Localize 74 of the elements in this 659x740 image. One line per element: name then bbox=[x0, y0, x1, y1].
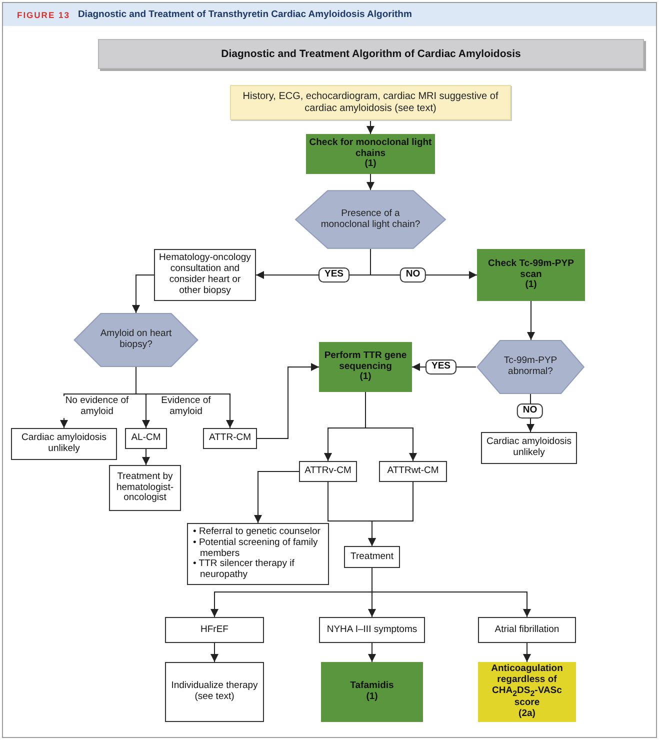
box-label: Check for monoclonal light chains bbox=[309, 138, 432, 159]
outcome-box bbox=[299, 461, 357, 482]
outcome-box bbox=[203, 428, 257, 449]
box-label: ATTRwt-CM bbox=[387, 466, 439, 477]
arrow bbox=[523, 642, 531, 662]
outcome-box bbox=[481, 432, 577, 464]
box-label: HFrEF bbox=[200, 624, 228, 636]
box-label: ATTRv-CM bbox=[304, 466, 352, 477]
answer-tag: YES bbox=[318, 268, 350, 282]
box-label: History, ECG, echocardiogram, cardiac MRI suggestive of cardiac amyloidosis (see text) bbox=[242, 91, 500, 114]
process-box bbox=[319, 617, 425, 643]
evidence-level: (1) bbox=[364, 159, 376, 170]
arrow bbox=[368, 482, 414, 546]
box-label: Check Tc-99m-PYP scan bbox=[487, 258, 575, 280]
arrow bbox=[366, 120, 374, 134]
action-box bbox=[321, 662, 423, 722]
process-box bbox=[344, 546, 400, 568]
box-label: ATTR-CM bbox=[208, 433, 252, 444]
answer-tag: NO bbox=[400, 268, 426, 282]
box-label: Individualize therapy (see text) bbox=[170, 681, 259, 703]
action-box bbox=[478, 662, 576, 722]
box-label: Treatment bbox=[350, 552, 394, 562]
process-box bbox=[478, 617, 576, 643]
process-box bbox=[165, 662, 264, 722]
box-label: Presence of a monoclonal light chain? bbox=[320, 208, 422, 230]
note-box bbox=[187, 523, 329, 585]
input-box bbox=[230, 85, 511, 120]
outcome-box bbox=[379, 461, 447, 482]
box-label: Tc-99m-PYP abnormal? bbox=[502, 356, 558, 378]
heading-banner bbox=[98, 39, 644, 69]
box-label: Cardiac amyloidosis unlikely bbox=[20, 433, 108, 455]
answer-tag: NO bbox=[516, 404, 544, 418]
figure-title: Diagnostic and Treatment of Transthyretin Cardiac Amyloidosis Algorithm bbox=[78, 9, 412, 20]
answer-tag: YES bbox=[426, 360, 456, 374]
evidence-level: (1) bbox=[525, 280, 537, 292]
bullet-item: • Potential screening of family members bbox=[193, 538, 319, 559]
arrow bbox=[365, 392, 417, 462]
action-box bbox=[306, 134, 435, 174]
bullet-item: • Referral to genetic counselor bbox=[193, 526, 322, 538]
evidence-level: (1) bbox=[366, 692, 378, 703]
arrow bbox=[142, 448, 150, 466]
action-box bbox=[319, 342, 412, 392]
evidence-level: (2a) bbox=[518, 708, 536, 720]
arrow bbox=[132, 274, 154, 314]
action-box bbox=[477, 249, 585, 301]
box-label: Tafamidis bbox=[350, 681, 394, 692]
arrow bbox=[372, 568, 531, 618]
box-label: Perform TTR gene sequencing bbox=[323, 350, 408, 372]
box-label: Atrial fibrillation bbox=[494, 624, 560, 636]
figure-number: FIGURE 13 bbox=[17, 10, 70, 20]
bullet-item: • TTR silencer therapy if neuropathy bbox=[193, 559, 296, 582]
process-box bbox=[165, 617, 264, 643]
box-label: Diagnostic and Treatment Algorithm of Cardiac Amyloidosis bbox=[221, 48, 521, 60]
arrow bbox=[256, 363, 320, 439]
box-label: Hematology-oncology consultation and consider heart or other biopsy bbox=[158, 253, 252, 297]
decision-hexagon bbox=[294, 190, 447, 249]
decision-hexagon bbox=[73, 313, 199, 367]
process-box bbox=[109, 465, 181, 511]
arrow bbox=[527, 300, 535, 340]
arrow bbox=[366, 174, 374, 190]
box-label: Amyloid on heart biopsy? bbox=[99, 329, 173, 351]
box-label: NYHA I–III symptoms bbox=[326, 624, 418, 636]
arrow bbox=[136, 366, 234, 428]
evidence-level: (1) bbox=[360, 372, 372, 384]
arrow bbox=[210, 642, 218, 662]
box-label: Anticoagulation regardless of CHA$_{2}$DS$_{2}$-VASc score bbox=[490, 664, 564, 709]
arrow bbox=[254, 471, 300, 524]
box-label: Treatment by hematologist-oncologist bbox=[115, 472, 175, 504]
box-label: Cardiac amyloidosis unlikely bbox=[485, 437, 572, 459]
decision-hexagon bbox=[476, 340, 585, 394]
arrow bbox=[368, 642, 376, 662]
outcome-box bbox=[125, 428, 167, 449]
box-label: AL-CM bbox=[131, 433, 161, 444]
outcome-box bbox=[11, 428, 117, 460]
